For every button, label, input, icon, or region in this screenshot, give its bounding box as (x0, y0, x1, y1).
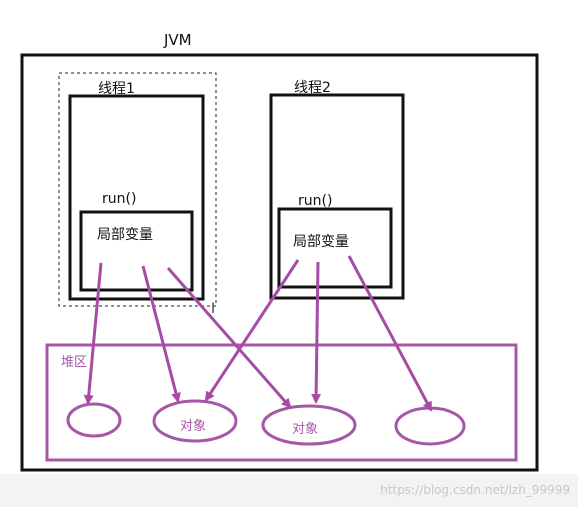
thread1-box (68, 94, 205, 301)
ref-arrow-t1-to-obj1 (83, 262, 103, 405)
heap-object-3-label: 对象 (292, 422, 318, 437)
jvm-title: JVM (163, 31, 192, 49)
heap-label: 堆区 (61, 355, 87, 370)
thread1-run-label: run() (102, 191, 136, 207)
thread2-box (269, 93, 405, 300)
heap-object-2 (152, 399, 238, 443)
ref-arrow-t1-to-obj2 (141, 265, 181, 403)
ref-arrow-t1-to-obj3 (166, 267, 292, 409)
thread2-run-label: run() (298, 193, 332, 209)
ref-arrow-t2-to-obj2 (204, 259, 300, 402)
jvm-box (20, 53, 539, 472)
heap-object-4 (394, 406, 466, 446)
bottom-strip (0, 474, 578, 507)
thread1-locals-label: 局部变量 (97, 227, 153, 243)
ref-arrow-t2-to-obj4 (347, 255, 433, 412)
thread1-label: 线程1 (98, 81, 135, 97)
ref-arrow-t2-to-obj3 (311, 261, 322, 404)
heap-object-3 (261, 404, 357, 446)
thread1-selection-outline (58, 72, 217, 307)
heap-object-2-label: 对象 (180, 419, 206, 434)
thread2-locals-box (277, 207, 393, 289)
thread1-locals-box (79, 210, 194, 292)
heap-object-1 (66, 402, 122, 438)
watermark-text: https://blog.csdn.net/lzh_99999 (380, 483, 570, 497)
text-cursor-icon: I (211, 301, 215, 317)
thread2-label: 线程2 (294, 80, 331, 96)
thread2-locals-label: 局部变量 (293, 234, 349, 250)
heap-box (45, 343, 518, 462)
